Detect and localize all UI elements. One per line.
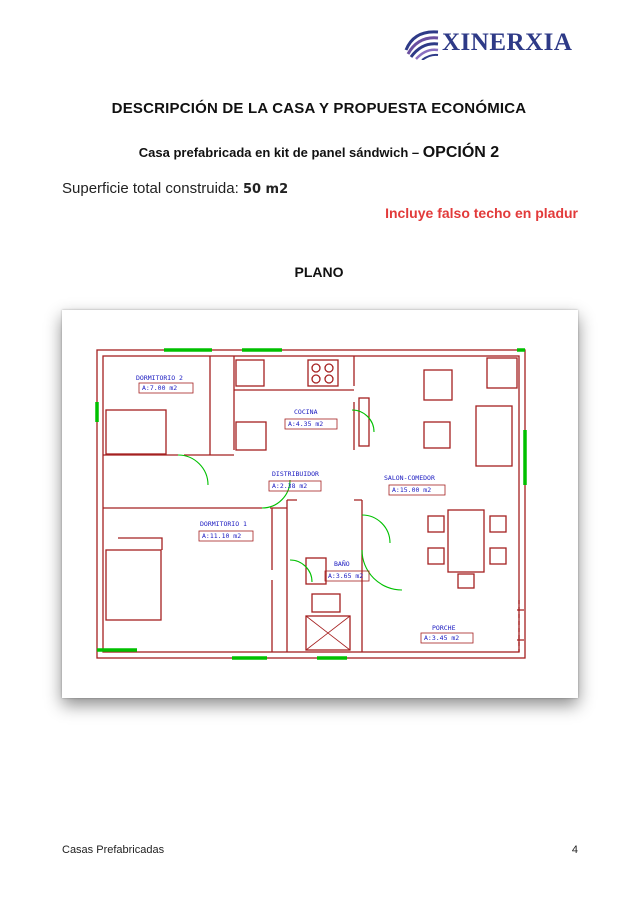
page-number: 4 xyxy=(571,844,578,856)
side-table xyxy=(423,421,451,449)
stove xyxy=(307,359,339,387)
surface-line: Superficie total construida: 50 m2 xyxy=(62,180,288,197)
door-swing xyxy=(351,409,375,433)
hall-wall xyxy=(286,499,363,652)
bedroom2-wall xyxy=(103,356,234,456)
room-area-cocina: A:4.35 m2 xyxy=(288,420,323,428)
door-swing xyxy=(289,559,313,583)
kitchen-wall xyxy=(233,356,355,450)
door-swing xyxy=(361,514,391,544)
fridge xyxy=(235,421,267,451)
dining-table xyxy=(447,509,485,573)
room-area-distribuidor: A:2.38 m2 xyxy=(272,482,307,490)
logo-text: XINERXIA xyxy=(442,29,573,56)
door-swing xyxy=(361,549,403,591)
room-name-salon-comedor: SALON-COMEDOR xyxy=(384,474,435,482)
bed-2 xyxy=(105,409,167,455)
wardrobe xyxy=(118,537,163,550)
room-name-dormitorio-1: DORMITORIO 1 xyxy=(200,520,247,528)
outer-wall xyxy=(96,349,526,659)
outer-wall-inner xyxy=(102,355,520,653)
door-swing xyxy=(177,454,209,486)
surface-value: 50 m2 xyxy=(242,182,289,197)
shower xyxy=(305,615,351,651)
footer-doc-name: Casas Prefabricadas xyxy=(62,844,165,856)
document-title: DESCRIPCIÓN DE LA CASA Y PROPUESTA ECONÓ… xyxy=(111,100,527,117)
option-label: OPCIÓN 2 xyxy=(422,144,500,161)
document-subtitle: Casa prefabricada en kit de panel sándwi… xyxy=(0,144,638,162)
bedroom1-wall xyxy=(103,507,287,652)
room-area-dormitorio-2: A:7.00 m2 xyxy=(142,384,177,392)
porch-column xyxy=(517,609,524,641)
room-area-bano: A:3.65 m2 xyxy=(328,572,363,580)
room-area-salon-comedor: A:15.00 m2 xyxy=(392,486,431,494)
room-area-dormitorio-1: A:11.10 m2 xyxy=(202,532,241,540)
shower-drain xyxy=(305,615,351,651)
kitchen-sink xyxy=(235,359,265,387)
room-name-dormitorio-2: DORMITORIO 2 xyxy=(136,374,183,382)
sofa xyxy=(475,405,513,467)
room-name-cocina: COCINA xyxy=(294,408,318,416)
door-swing xyxy=(261,479,291,509)
room-name-distribuidor: DISTRIBUIDOR xyxy=(272,470,319,478)
surface-label: Superficie total construida: xyxy=(62,180,243,197)
room-area-porche: A:3.45 m2 xyxy=(424,634,459,642)
armchair xyxy=(486,357,518,389)
toilet xyxy=(311,593,341,613)
company-logo: XINERXIA xyxy=(404,26,572,60)
kitchen-door-leaf xyxy=(358,397,370,447)
floor-plan-drawing: DORMITORIO 2 A:7.00 m2 COCINA A:4.35 m2 … xyxy=(95,348,527,660)
armchair xyxy=(423,369,453,401)
subtitle-text: Casa prefabricada en kit de panel sándwi… xyxy=(138,145,423,160)
bed-1 xyxy=(105,549,162,621)
floor-plan-image: DORMITORIO 2 A:7.00 m2 COCINA A:4.35 m2 … xyxy=(62,310,578,698)
ceiling-note: Incluye falso techo en pladur xyxy=(385,205,578,221)
section-title: PLANO xyxy=(294,264,344,280)
xinerxia-swirl-logo-icon xyxy=(404,30,439,60)
room-name-bano: BAÑO xyxy=(334,559,350,568)
room-name-porche: PORCHE xyxy=(432,624,456,632)
